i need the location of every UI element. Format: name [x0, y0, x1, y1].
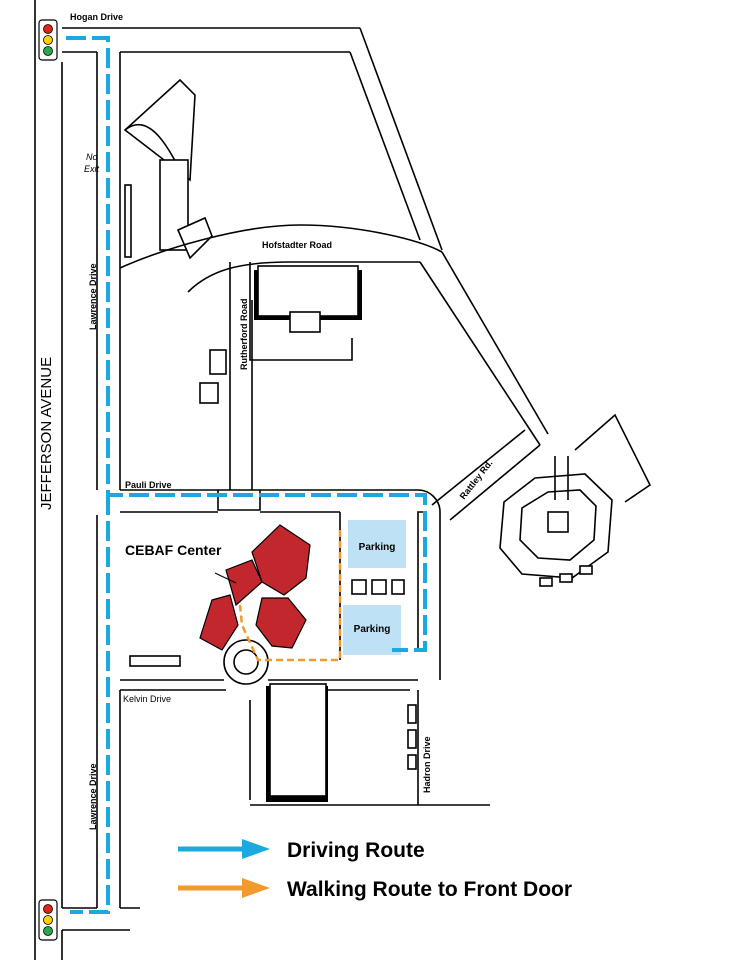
- rattley-road: [419, 251, 549, 521]
- legend: Driving Route Walking Route to Front Doo…: [178, 839, 572, 901]
- jefferson-avenue: [34, 0, 63, 960]
- service-buildings: [199, 349, 227, 404]
- lawrence-drive-upper-label: Lawrence Drive: [88, 263, 98, 330]
- hofstadter-building: [249, 262, 362, 361]
- traffic-light-north: [38, 19, 58, 61]
- parking-bottom-label: Parking: [354, 624, 391, 635]
- legend-walking-label: Walking Route to Front Door: [287, 878, 572, 901]
- lawrence-drive-road: [61, 52, 140, 960]
- driving-arrow-icon: [242, 839, 270, 859]
- hadron-drive-label: Hadron Drive: [422, 736, 432, 793]
- no-exit-label-line2: Exit: [84, 164, 100, 174]
- legend-driving-label: Driving Route: [287, 839, 425, 862]
- walking-arrow-icon: [242, 878, 270, 898]
- hogan-drive-label: Hogan Drive: [70, 12, 123, 22]
- rutherford-road: [217, 262, 261, 511]
- kelvin-drive-road: [120, 639, 418, 691]
- hexagon-facility: [499, 413, 652, 587]
- hogan-drive-road: [62, 27, 443, 251]
- driving-route: [66, 36, 427, 914]
- kelvin-drive-label: Kelvin Drive: [123, 694, 171, 704]
- walking-route: [238, 530, 342, 662]
- no-exit-label-line1: No: [86, 152, 98, 162]
- north-building: [123, 78, 213, 260]
- jefferson-avenue-label: JEFFERSON AVENUE: [38, 357, 55, 510]
- traffic-light-south: [38, 899, 58, 941]
- cebaf-label: CEBAF Center: [125, 542, 222, 558]
- lawrence-drive-lower-label: Lawrence Drive: [88, 763, 98, 830]
- parking-top-label: Parking: [359, 542, 396, 553]
- hofstadter-road-label: Hofstadter Road: [262, 240, 332, 250]
- rutherford-road-label: Rutherford Road: [239, 299, 249, 371]
- south-building: [249, 683, 490, 806]
- hofstadter-road: [119, 224, 443, 293]
- cebaf-center-building: CEBAF Center: [125, 524, 311, 651]
- parking-lots: Parking Parking: [343, 520, 406, 655]
- pauli-drive-label: Pauli Drive: [125, 480, 172, 490]
